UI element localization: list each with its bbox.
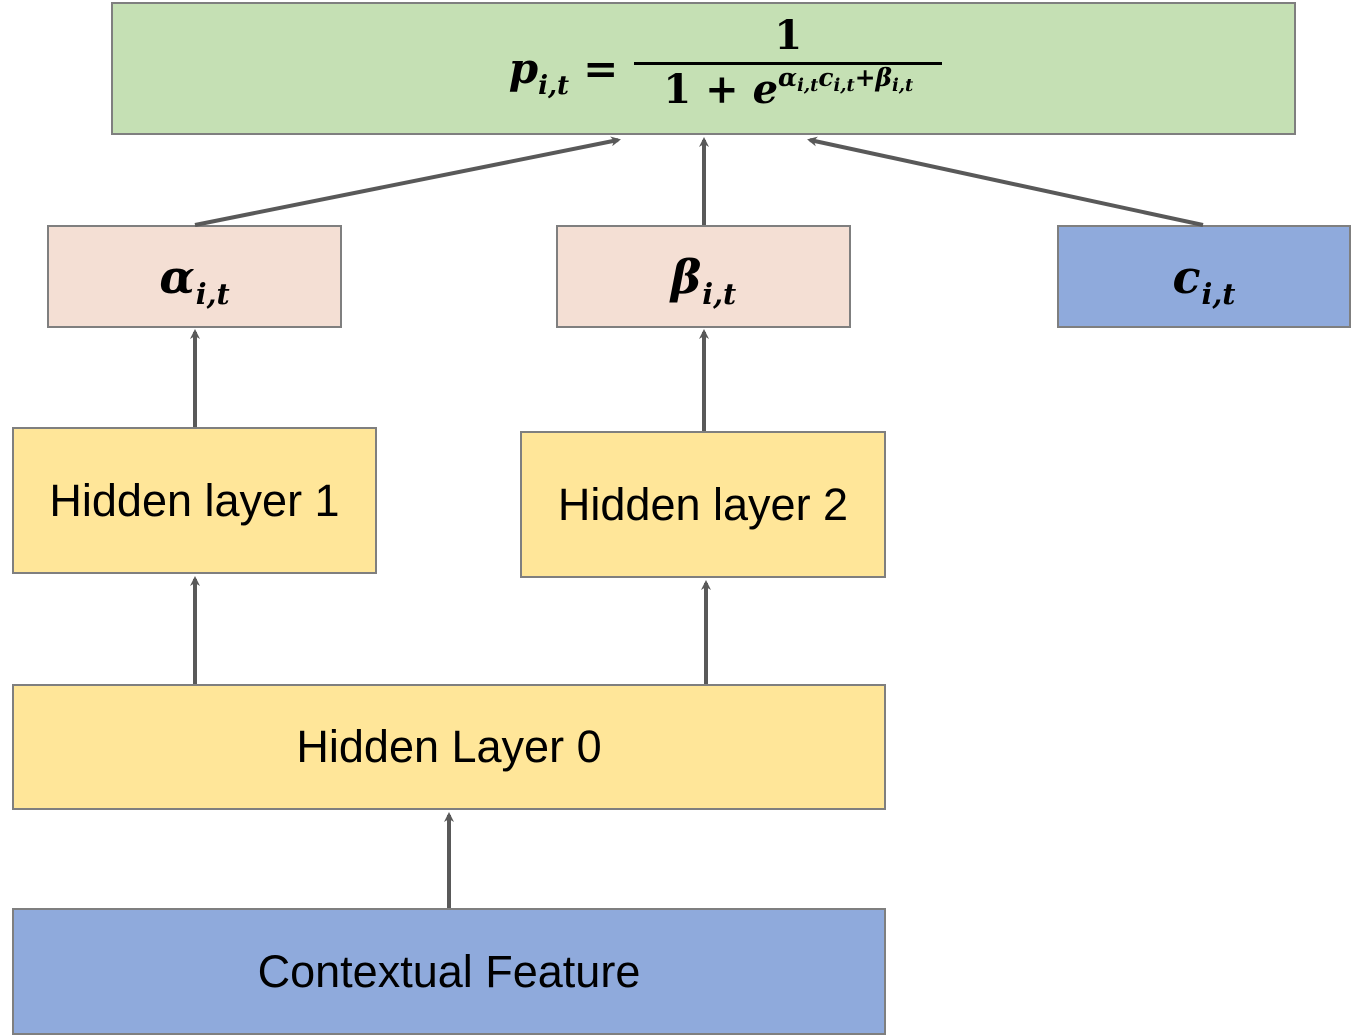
hidden-layer-1-label: Hidden layer 1 xyxy=(49,474,340,526)
formula-denominator: 1 + eαi,tci,t+βi,t xyxy=(663,62,913,123)
arrow-alpha-to-formula xyxy=(194,136,621,227)
alpha-node: αi,t xyxy=(47,225,342,328)
exp-c-sub: i,t xyxy=(833,74,855,96)
exp-beta: β xyxy=(875,62,892,92)
exp-c: c xyxy=(818,62,834,92)
alpha-label: αi,t xyxy=(159,249,229,312)
c-node: ci,t xyxy=(1057,225,1351,328)
formula-box: pi,t = 1 1 + eαi,tci,t+βi,t xyxy=(111,2,1296,135)
exp-beta-sub: i,t xyxy=(891,74,914,96)
formula-equals: = xyxy=(583,44,619,93)
exp-alpha: α xyxy=(778,62,798,92)
formula-lhs-var: p xyxy=(508,44,539,93)
formula-lhs: pi,t xyxy=(508,44,569,101)
formula-numerator: 1 xyxy=(774,12,803,59)
formula-fraction: 1 1 + eαi,tci,t+βi,t xyxy=(634,12,943,123)
formula-lhs-sub: i,t xyxy=(538,70,570,101)
beta-label: βi,t xyxy=(670,249,736,312)
beta-sub: i,t xyxy=(702,277,737,312)
beta-symbol: β xyxy=(670,249,702,304)
fraction-bar xyxy=(634,62,943,65)
hidden-layer-0-label: Hidden Layer 0 xyxy=(296,721,602,772)
c-label: ci,t xyxy=(1172,249,1236,312)
arrow-c-to-formula xyxy=(807,136,1204,227)
contextual-feature-node: Contextual Feature xyxy=(12,908,886,1035)
probability-formula: pi,t = 1 1 + eαi,tci,t+βi,t xyxy=(509,14,943,123)
hidden-layer-1-node: Hidden layer 1 xyxy=(12,427,377,574)
hidden-layer-0-node: Hidden Layer 0 xyxy=(12,684,886,810)
hidden-layer-2-label: Hidden layer 2 xyxy=(557,478,849,530)
exp-alpha-sub: i,t xyxy=(797,74,819,96)
denominator-base: 1 + xyxy=(663,66,753,113)
alpha-sub: i,t xyxy=(195,277,230,312)
denominator-e: e xyxy=(752,66,779,113)
c-sub: i,t xyxy=(1201,277,1236,312)
c-symbol: c xyxy=(1172,249,1201,304)
exp-plus: + xyxy=(854,62,876,92)
beta-node: βi,t xyxy=(556,225,851,328)
contextual-feature-label: Contextual Feature xyxy=(257,945,641,997)
hidden-layer-2-node: Hidden layer 2 xyxy=(520,431,886,578)
alpha-symbol: α xyxy=(159,249,195,304)
denominator-exponent: αi,tci,t+βi,t xyxy=(778,62,913,96)
